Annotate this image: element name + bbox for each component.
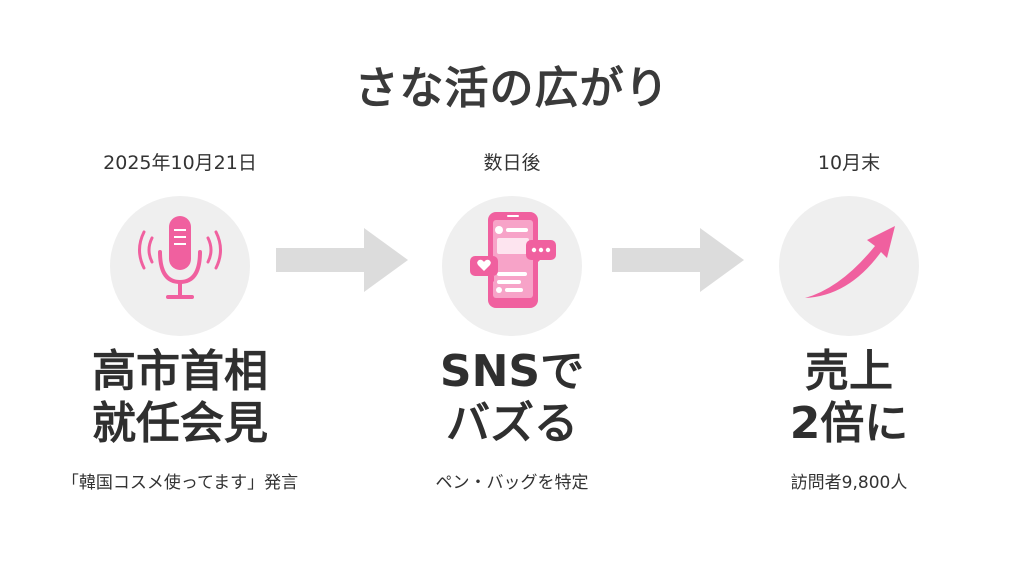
page-title: さな活の広がり xyxy=(354,63,670,114)
right-arrow-icon xyxy=(276,228,408,292)
step-headline: 高市首相 就任会見 xyxy=(92,346,268,449)
step-caption: ペン・バッグを特定 xyxy=(435,473,589,493)
step-sns-buzz: 数日後 SNSで バズる ペン・バッグを特定 xyxy=(372,0,652,572)
microphone-icon xyxy=(138,216,222,299)
step-date: 10月末 xyxy=(817,152,881,174)
step-date: 2025年10月21日 xyxy=(103,152,257,174)
right-arrow-icon xyxy=(612,228,744,292)
icon-circle xyxy=(442,196,582,336)
step-headline: SNSで バズる xyxy=(439,346,585,449)
step-caption: 訪問者9,800人 xyxy=(790,473,908,493)
step-caption: 「韓国コスメ使ってます」発言 xyxy=(61,473,299,493)
step-headline: 売上 2倍に xyxy=(789,346,909,449)
trend-up-arrow-icon xyxy=(805,226,895,298)
step-inauguration: 2025年10月21日 高市首相 就任会見 「韓国コスメ使ってます」発言 xyxy=(40,0,320,572)
icon-circle xyxy=(110,196,250,336)
icon-circle xyxy=(779,196,919,336)
step-sales-double: 10月末 売上 2倍に 訪問者9,800人 xyxy=(709,0,989,572)
step-date: 数日後 xyxy=(483,152,541,174)
smartphone-social-icon xyxy=(470,212,556,308)
